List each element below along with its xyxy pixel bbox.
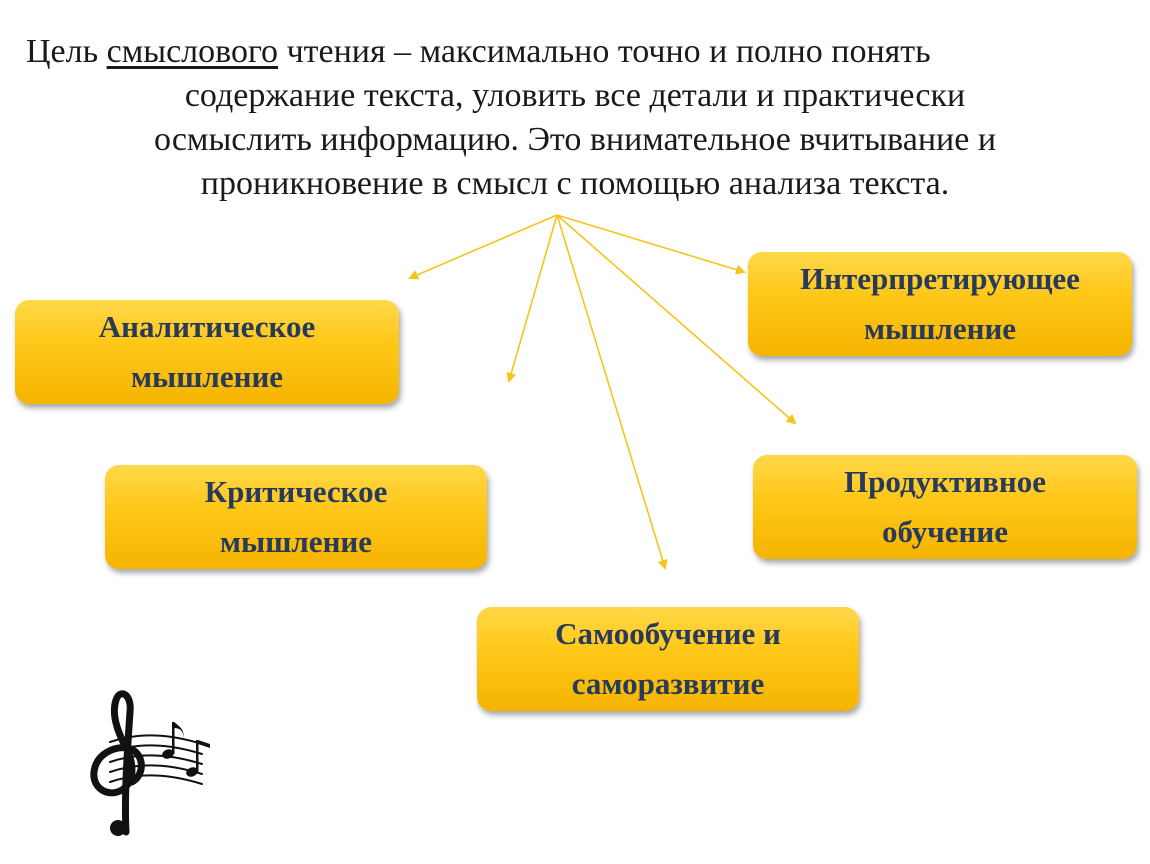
- arrow-to-selfstudy: [556, 214, 668, 570]
- goal-line-4: проникновение в смысл с помощью анализа …: [200, 165, 950, 202]
- arrow-to-interpretive: [556, 214, 746, 275]
- treble-clef-icon: [90, 690, 210, 836]
- goal-line-3: осмыслить информацию. Это внимательное в…: [153, 121, 997, 158]
- goal-statement: Цель смыслового чтения – максимально точ…: [0, 30, 1150, 206]
- goal-line-1: Цель смыслового чтения – максимально точ…: [26, 33, 931, 70]
- music-staff-lines: [109, 734, 203, 785]
- underlined-term: смыслового: [106, 33, 279, 70]
- goal-line-2: содержание текста, уловить все детали и …: [184, 77, 966, 114]
- music-notes-icon: [162, 722, 210, 777]
- arrow-to-analytical: [408, 214, 558, 280]
- arrow-to-productive: [556, 214, 797, 425]
- arrow-to-critical: [506, 214, 558, 383]
